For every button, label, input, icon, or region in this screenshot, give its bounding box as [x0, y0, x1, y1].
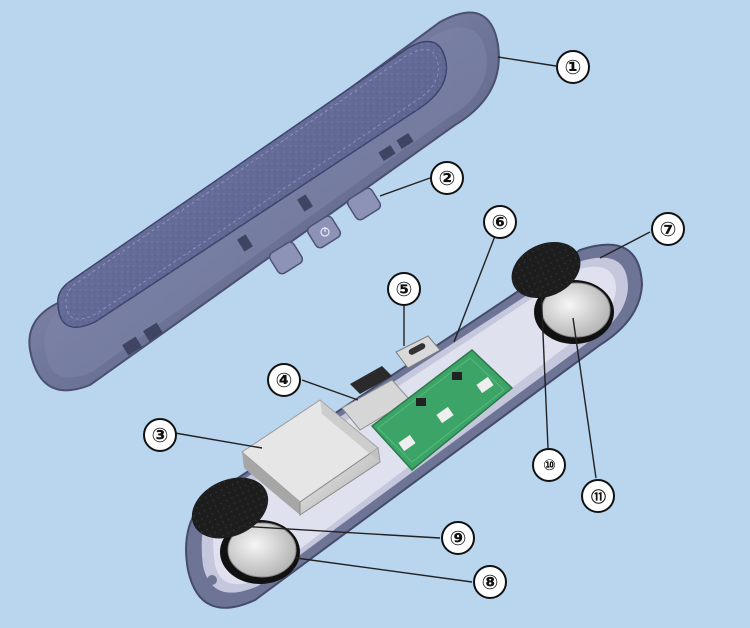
callout-5: ⑤ — [387, 272, 421, 306]
callout-3: ③ — [143, 418, 177, 452]
battery-block — [241, 399, 381, 516]
shell-clips — [122, 133, 414, 356]
callout-7: ⑦ — [651, 212, 685, 246]
leader-lines — [174, 56, 651, 583]
usb-c-port — [395, 335, 441, 369]
callout-9: ⑨ — [441, 521, 475, 555]
foam-pad-left — [191, 477, 269, 539]
callout-6: ⑥ — [483, 205, 517, 239]
pcb-board — [370, 349, 514, 472]
callout-8: ⑧ — [473, 565, 507, 599]
callout-10: ⑩ — [532, 448, 566, 482]
callout-2: ② — [430, 161, 464, 195]
foam-pad-right — [511, 241, 581, 299]
control-buttons — [268, 187, 382, 275]
speaker-right — [534, 280, 614, 344]
speaker-left — [220, 520, 300, 584]
leather-pad — [57, 40, 448, 328]
callout-4: ④ — [267, 363, 301, 397]
callout-11: ⑪ — [581, 479, 615, 513]
callout-1: ① — [556, 50, 590, 84]
